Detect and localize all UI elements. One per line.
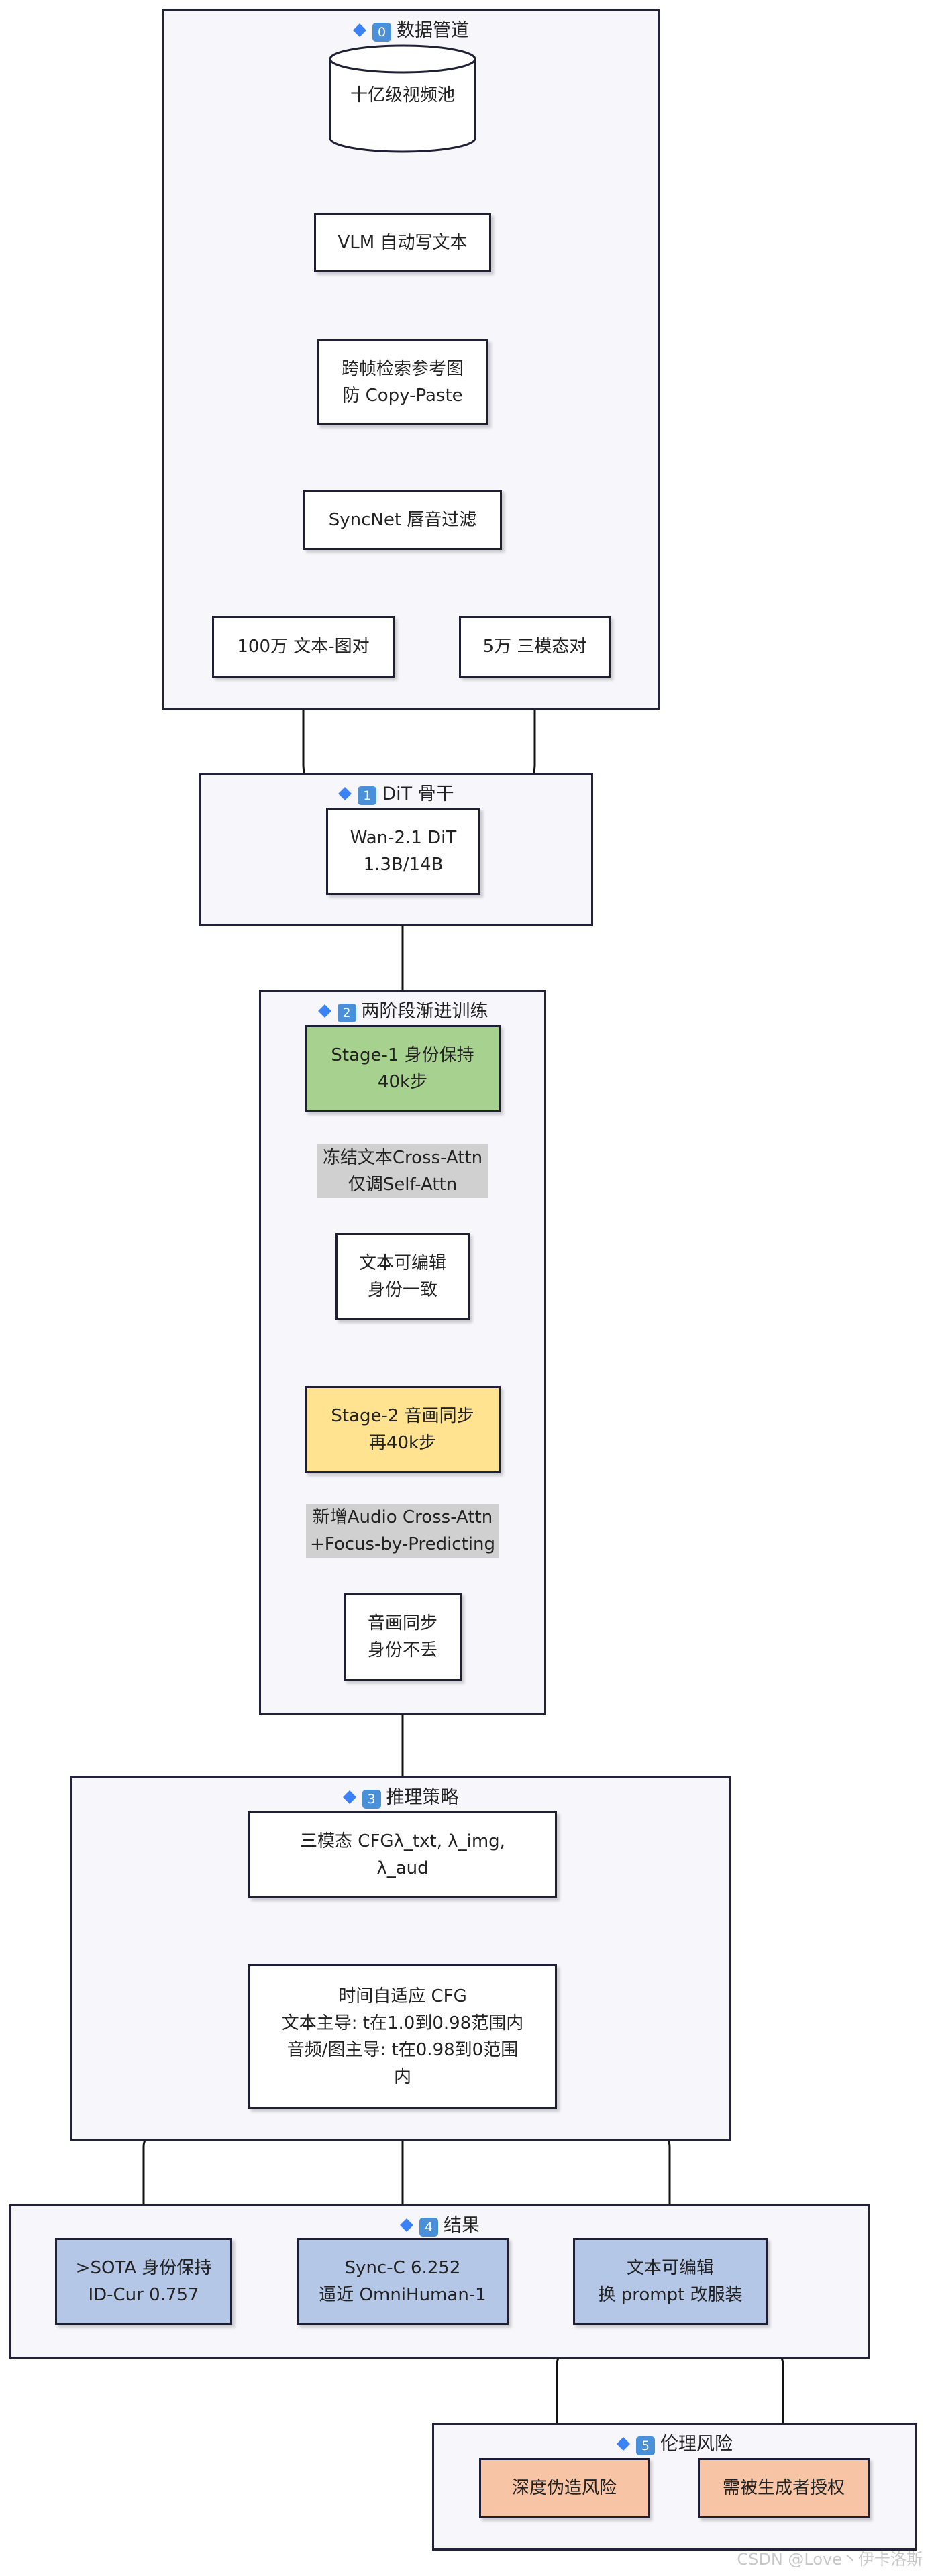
node-stage2-av-sync: Stage-2 音画同步再40k步: [305, 1386, 501, 1473]
diamond-icon: [399, 2216, 414, 2232]
node-requires-authorization: 需被生成者授权: [698, 2458, 870, 2518]
group-number-badge: 4: [419, 2218, 438, 2237]
node-label: 需被生成者授权: [722, 2478, 845, 2498]
diamond-icon: [317, 1002, 332, 1018]
node-label-line: 文本可编辑: [358, 1253, 446, 1273]
node-sync-c-score: Sync-C 6.252 逼近 OmniHuman-1: [297, 2238, 509, 2325]
node-label-line: 身份一致: [367, 1280, 437, 1300]
node-syncnet-filter: SyncNet 唇音过滤: [303, 490, 502, 550]
node-label-line: Stage-2 音画同步: [331, 1406, 474, 1426]
group-title-text: 数据管道: [397, 20, 469, 41]
node-label-line: Sync-C 6.252: [344, 2258, 461, 2278]
node-label-line: 1.3B/14B: [363, 855, 444, 875]
node-label-line: 三模态 CFGλ_txt, λ_img,: [300, 1831, 505, 1851]
node-label-line: 防 Copy-Paste: [342, 386, 463, 406]
node-text-image-pairs: 100万 文本-图对: [212, 616, 395, 678]
node-time-adaptive-cfg: 时间自适应 CFG 文本主导: t在1.0到0.98范围内音频/图主导: t在0.…: [248, 1964, 557, 2109]
node-sota-identity: >SOTA 身份保持 ID-Cur 0.757: [55, 2238, 232, 2325]
group-title: 5 伦理风险: [434, 2429, 915, 2455]
group-number-badge: 1: [358, 786, 377, 805]
group-title-text: 推理策略: [386, 1787, 459, 1808]
node-deepfake-risk: 深度伪造风险: [479, 2458, 650, 2518]
node-label: 100万 文本-图对: [237, 637, 370, 657]
database-cylinder-shape: [329, 44, 476, 153]
group-title-text: 伦理风险: [660, 2434, 733, 2455]
node-label-line: 文本主导: t在1.0到0.98范围内: [281, 2013, 524, 2033]
group-title-text: DiT 骨干: [382, 784, 454, 804]
node-av-sync-identity: 音画同步身份不丢: [344, 1593, 462, 1681]
group-title: 0 数据管道: [164, 15, 658, 42]
node-label: 5万 三模态对: [482, 637, 587, 657]
node-vlm-caption: VLM 自动写文本: [314, 213, 491, 272]
node-label-line: >SOTA 身份保持: [75, 2258, 212, 2278]
node-label-line: 40k步: [377, 1072, 428, 1092]
node-label-line: Stage-1 身份保持: [331, 1045, 474, 1065]
group-number-badge: 2: [337, 1004, 356, 1022]
edge-label-line: 新增Audio Cross-Attn: [312, 1507, 493, 1527]
node-label-line: 身份不丢: [367, 1640, 437, 1660]
node-label: 深度伪造风险: [511, 2478, 617, 2498]
node-label-line: 跨帧检索参考图: [341, 359, 464, 379]
node-tri-modal-cfg: 三模态 CFGλ_txt, λ_img, λ_aud: [248, 1811, 557, 1898]
node-label: 十亿级视频池: [350, 85, 455, 105]
node-label-line: 音画同步: [367, 1613, 437, 1633]
node-label: VLM 自动写文本: [338, 233, 468, 253]
node-editable-consistent: 文本可编辑身份一致: [335, 1233, 470, 1320]
node-label-line: 换 prompt 改服装: [598, 2285, 743, 2305]
node-label-line: Wan-2.1 DiT: [350, 828, 457, 848]
diamond-icon: [352, 21, 367, 37]
node-video-pool: 十亿级视频池: [327, 43, 478, 154]
diamond-icon: [338, 785, 352, 800]
group-title: 2 两阶段渐进训练: [261, 996, 544, 1022]
diamond-icon: [616, 2435, 631, 2451]
edge-label-line: 仅调Self-Attn: [348, 1175, 458, 1195]
group-title: 4 结果: [11, 2210, 868, 2237]
edge-label-freeze-text-attn: 冻结文本Cross-Attn 仅调Self-Attn: [317, 1144, 488, 1198]
node-cross-frame-retrieval: 跨帧检索参考图防 Copy-Paste: [317, 339, 488, 425]
node-label-line: 时间自适应 CFG: [338, 1986, 467, 2006]
node-label-line: 文本可编辑: [626, 2258, 714, 2278]
node-stage1-identity: Stage-1 身份保持 40k步: [305, 1025, 501, 1112]
group-number-badge: 5: [636, 2436, 655, 2455]
node-label-line: ID-Cur 0.757: [88, 2285, 199, 2305]
node-label-line: 逼近 OmniHuman-1: [319, 2285, 486, 2305]
node-tri-modal-pairs: 5万 三模态对: [459, 616, 611, 678]
node-label-line: 内: [393, 2067, 411, 2087]
node-label-line: 音频/图主导: t在0.98到0范围: [287, 2040, 519, 2060]
node-text-editable-outfit: 文本可编辑换 prompt 改服装: [573, 2238, 768, 2325]
node-label-line: 再40k步: [368, 1433, 437, 1453]
watermark: CSDN @Love丶伊卡洛斯: [737, 2550, 923, 2569]
group-number-badge: 0: [372, 23, 391, 42]
group-title-text: 结果: [444, 2215, 480, 2236]
edge-label-line: 冻结文本Cross-Attn: [322, 1148, 483, 1168]
group-number-badge: 3: [362, 1790, 381, 1809]
node-wan-dit: Wan-2.1 DiT 1.3B/14B: [326, 808, 480, 895]
group-title: 1 DiT 骨干: [201, 779, 591, 805]
node-label-line: λ_aud: [376, 1858, 429, 1878]
diamond-icon: [342, 1788, 357, 1804]
edge-label-line: +Focus-by-Predicting: [310, 1534, 495, 1554]
node-label: SyncNet 唇音过滤: [328, 510, 477, 530]
group-title: 3 推理策略: [72, 1782, 729, 1809]
group-title-text: 两阶段渐进训练: [361, 1001, 488, 1022]
edge-label-audio-cross-attn: 新增Audio Cross-Attn +Focus-by-Predicting: [306, 1504, 499, 1558]
